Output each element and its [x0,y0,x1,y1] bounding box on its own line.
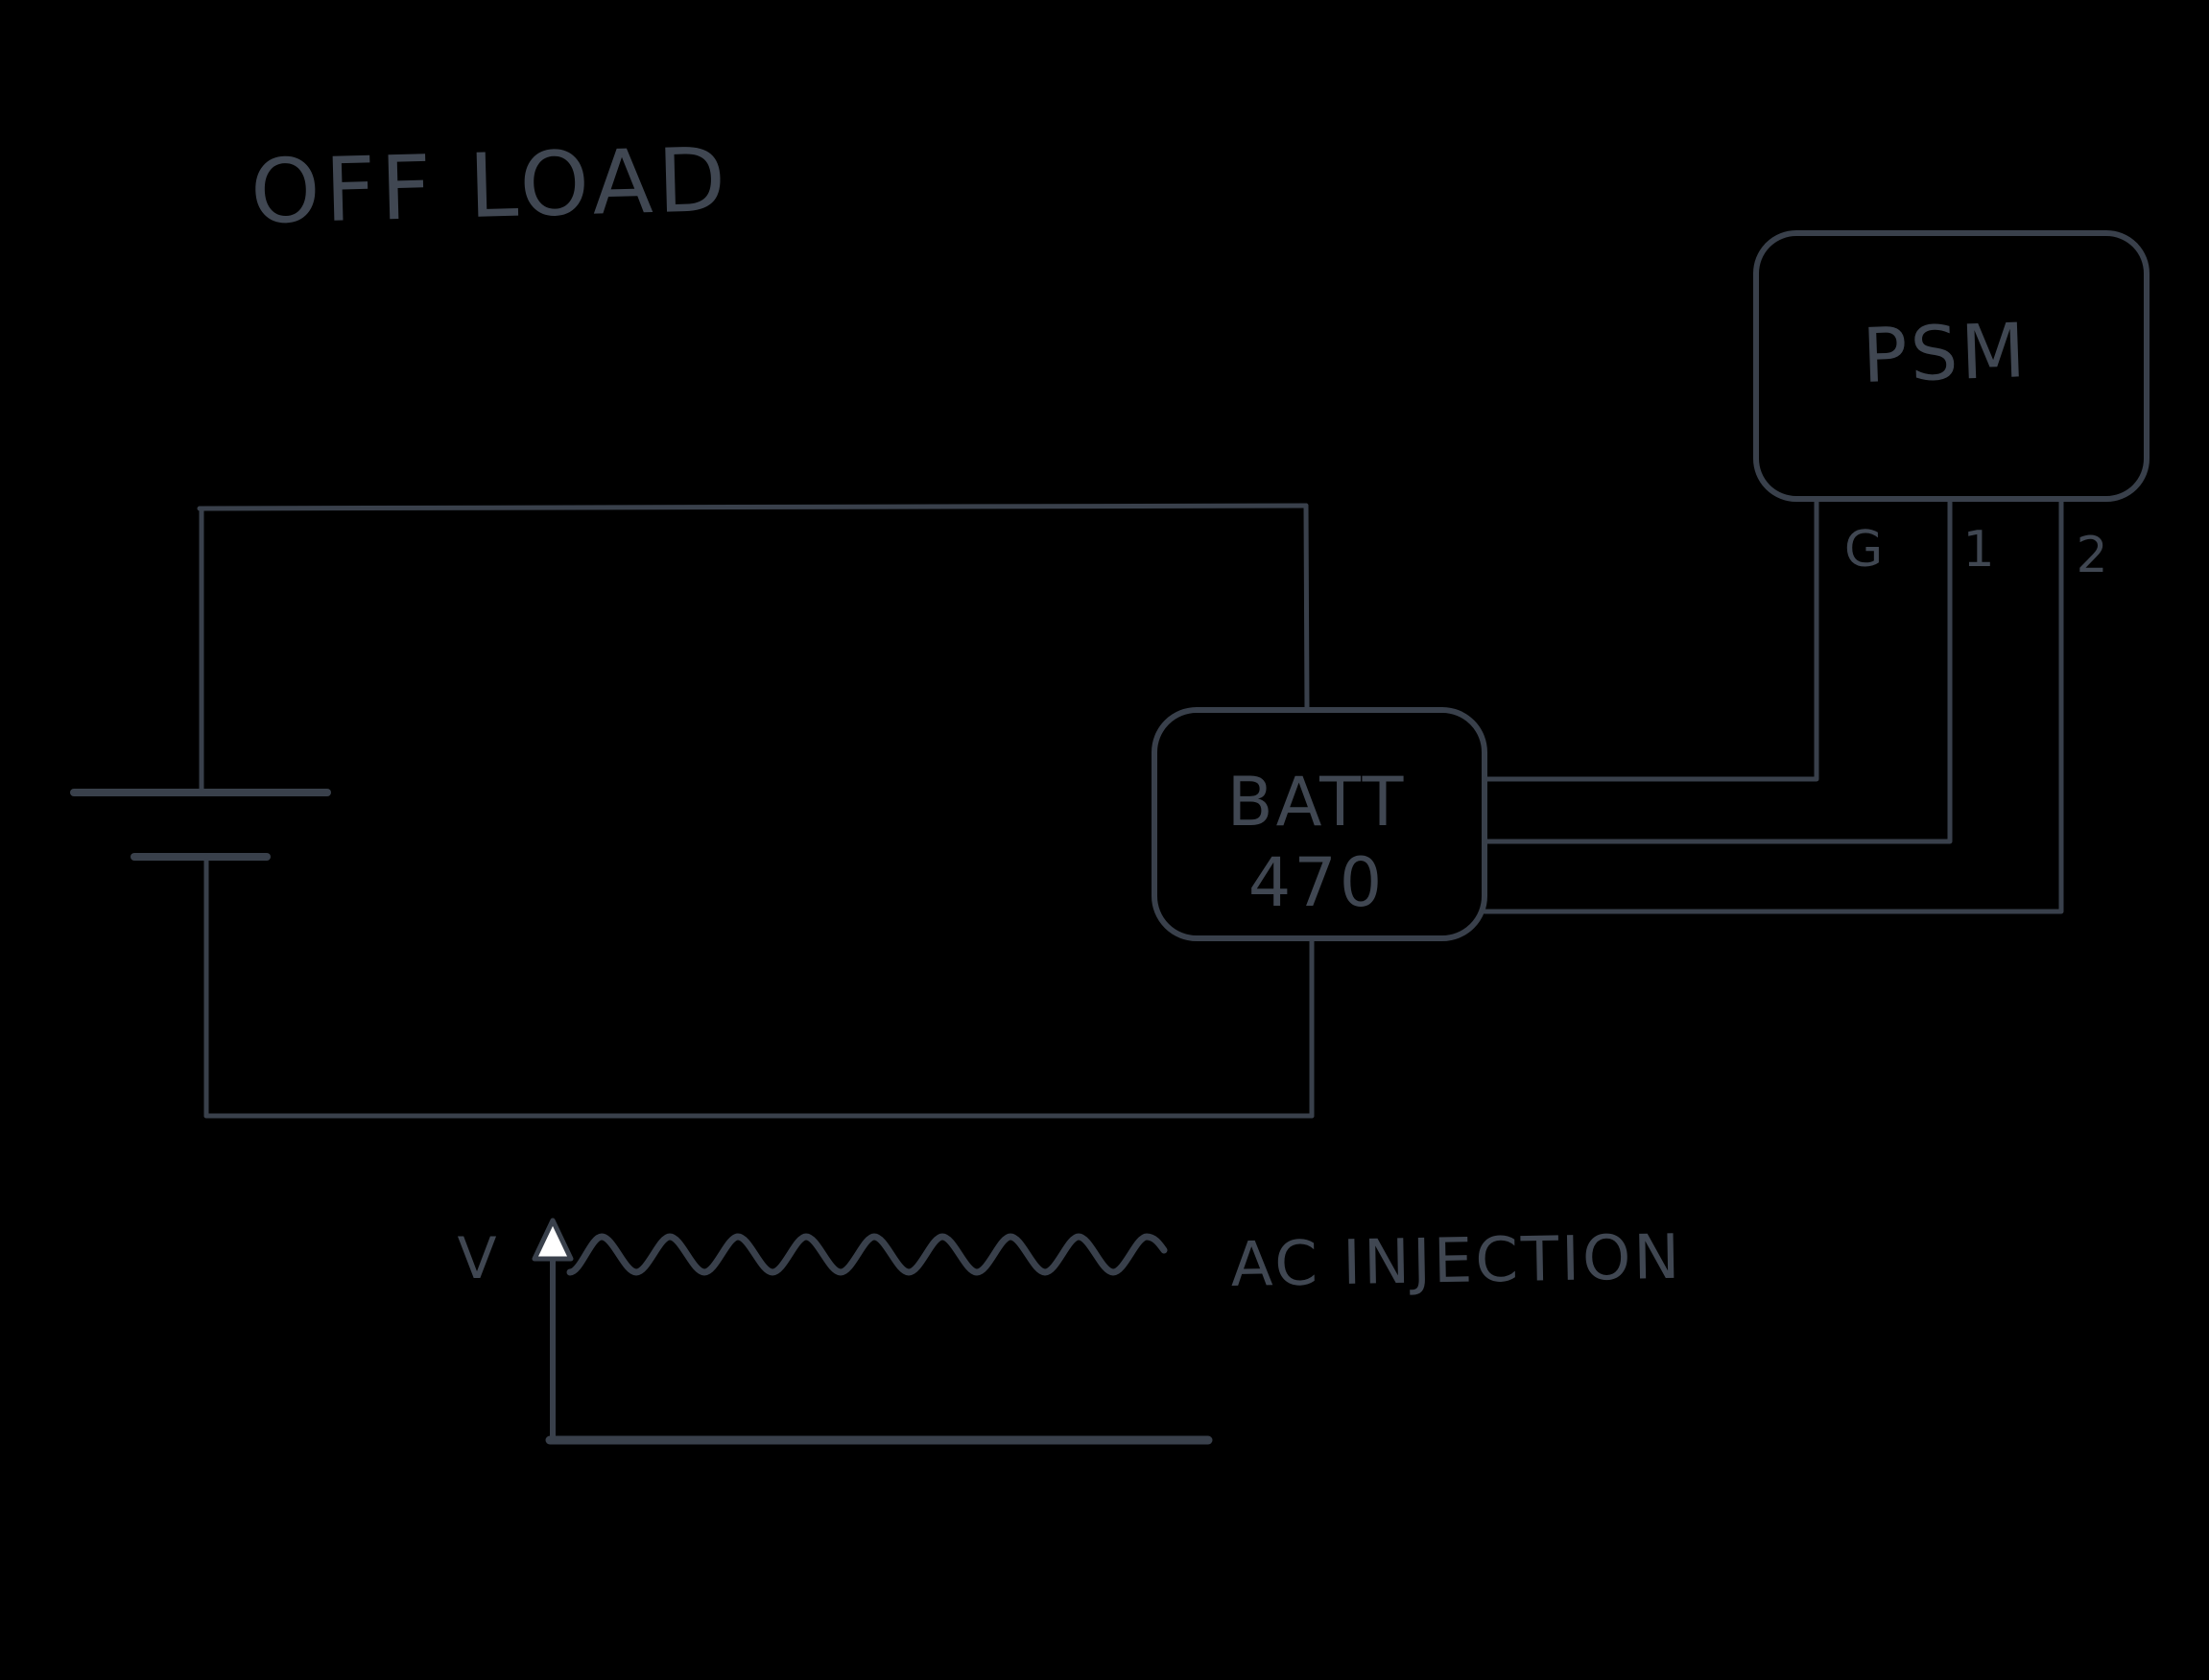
batt-module-box [1152,707,1487,941]
graph-y-axis-arrowhead-icon [532,1218,574,1262]
batt-module-value: 470 [1248,843,1386,922]
wire-batt-module-top-drop [1303,503,1310,713]
psm-module-box [1753,230,2150,502]
wire-batt-to-pin-2 [1482,498,2064,914]
wire-batt-to-pin-1 [1482,498,1953,844]
wire-loop-top [197,503,1309,511]
graph-annotation: AC INJECTION [1230,1222,1683,1301]
psm-pin-label-g: G [1844,521,1883,579]
psm-pin-label-2: 2 [2076,527,2107,584]
batt-module-label: BATT [1227,763,1407,841]
graph-sine-wave [566,1233,1168,1276]
psm-module-label: PSM [1861,308,2030,400]
diagram-title: OFF LOAD [249,129,732,244]
wire-batt-to-pin-g [1482,498,1819,782]
psm-pin-label-1: 1 [1962,521,1994,579]
graph-y-axis-label: V [457,1225,496,1292]
